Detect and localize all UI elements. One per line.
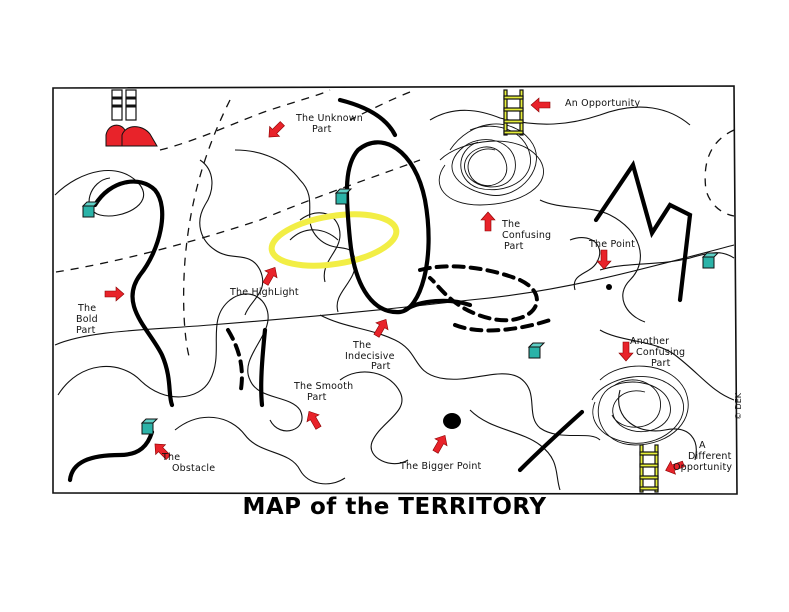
opportunity-ladder: [503, 89, 524, 136]
label-smooth-line1: The Smooth: [294, 381, 354, 392]
map-title: MAP of the TERRITORY: [242, 494, 547, 520]
cube-5: [140, 418, 159, 435]
bold-paths: [67, 97, 693, 483]
label-another-line3: Part: [651, 358, 671, 369]
label-opportunity: An Opportunity: [565, 98, 641, 109]
arrow-bigger-point: [432, 434, 448, 454]
label-different-line3: Opportunity: [673, 462, 733, 473]
label-bold-line1: The: [78, 303, 97, 314]
confusing-scribble: [438, 123, 544, 206]
cube-3: [527, 342, 546, 359]
walking-feet: [105, 89, 158, 147]
obstacle-cubes: [81, 188, 720, 435]
arrow-highlight: [262, 266, 278, 286]
the-point-dot: [606, 284, 612, 290]
arrow-indecisive: [373, 318, 389, 338]
label-obstacle-line1: The: [162, 452, 181, 463]
arrow-different: [665, 460, 685, 475]
label-different-line2: Different: [688, 451, 732, 462]
arrow-point: [596, 249, 612, 270]
label-different-line1: A: [699, 440, 706, 451]
label-smooth-line2: Part: [307, 392, 327, 403]
label-obstacle-line2: Obstacle: [172, 463, 216, 474]
label-bold-line2: Bold: [76, 314, 98, 325]
artist-signature: © DEK: [734, 392, 743, 420]
label-bigger-point: The Bigger Point: [400, 461, 482, 472]
another-confusing-scribble: [591, 365, 689, 446]
arrow-opportunity: [530, 97, 551, 113]
highlight-ring: [268, 211, 400, 269]
arrow-unknown: [268, 121, 285, 138]
arrow-obstacle: [154, 443, 171, 460]
red-arrows: [104, 97, 685, 475]
arrow-smooth: [306, 410, 322, 430]
label-another-line2: Confusing: [636, 347, 686, 358]
cube-1: [81, 201, 100, 218]
label-indecisive-line2: Indecisive: [345, 351, 395, 362]
label-point: The Point: [589, 239, 636, 250]
label-indecisive-line3: Part: [371, 361, 391, 372]
label-unknown-line1: The Unknown: [296, 113, 363, 124]
arrow-confusing: [480, 211, 496, 232]
arrow-another: [618, 341, 634, 362]
label-unknown-line2: Part: [312, 124, 332, 135]
label-confusing-line2: Confusing: [502, 230, 552, 241]
cube-4: [701, 252, 720, 269]
wandering-paths: [54, 106, 735, 491]
label-highlight: The HighLight: [230, 287, 299, 298]
label-confusing-line3: Part: [504, 241, 524, 252]
label-indecisive-line1: The: [353, 340, 372, 351]
label-bold-line3: Part: [76, 325, 96, 336]
label-confusing-line1: The: [502, 219, 521, 230]
bigger-point-dot: [443, 413, 461, 429]
map-border: [52, 85, 738, 495]
arrow-bold: [104, 286, 125, 302]
label-another-line1: Another: [630, 336, 670, 347]
dashed-boundaries: [55, 89, 735, 361]
bold-dashed-paths: [226, 264, 552, 397]
cube-2: [334, 188, 353, 205]
different-opportunity-ladder: [639, 444, 659, 493]
